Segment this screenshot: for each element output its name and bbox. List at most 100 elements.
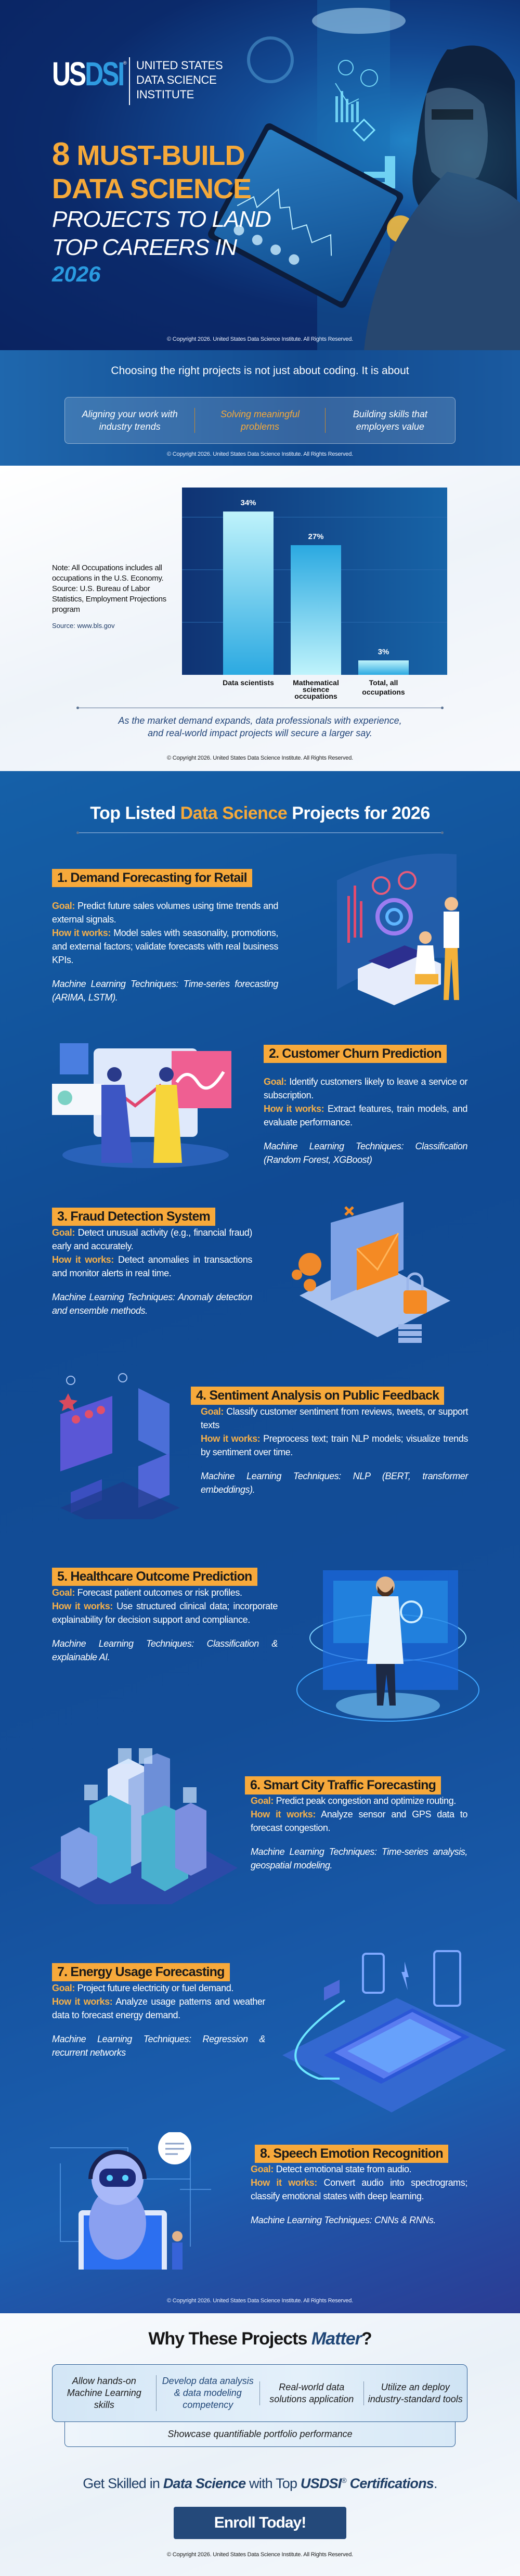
divider — [76, 831, 444, 834]
how-label: How it works: — [52, 928, 111, 938]
project-how: How it works: Use structured clinical da… — [52, 1599, 278, 1626]
goal-text: Forecast patient outcomes or risk profil… — [77, 1587, 242, 1598]
goal-text: Classify customer sentiment from reviews… — [201, 1406, 468, 1430]
title-line: DATA SCIENCE — [52, 173, 252, 204]
cta-part: with Top — [245, 2476, 301, 2491]
project-description: Goal: Forecast patient outcomes or risk … — [52, 1586, 278, 1664]
project-title: 3. Fraud Detection System — [52, 1208, 215, 1226]
how-text: Detect anomalies in transactions and mon… — [52, 1254, 252, 1278]
chart-source: Source: www.bls.gov — [52, 622, 115, 630]
how-text: Analyze usage patterns and weather data … — [52, 1996, 266, 2020]
ml-techniques: Machine Learning Techniques: Time-series… — [52, 979, 278, 1003]
how-label: How it works: — [251, 1809, 316, 1819]
logo-divider — [129, 57, 130, 105]
title-highlight: Data Science — [180, 803, 288, 823]
title-number: 8 — [52, 136, 70, 172]
ml-techniques: Machine Learning Techniques: Classificat… — [52, 1638, 278, 1662]
goal-text: Detect unusual activity (e.g., financial… — [52, 1227, 252, 1251]
copyright: © Copyright 2026. United States Data Sci… — [167, 336, 353, 342]
project-goal: Goal: Project future electricity or fuel… — [52, 1981, 265, 1995]
project-description: Goal: Classify customer sentiment from r… — [201, 1405, 468, 1496]
intro-banner: Choosing the right projects is not just … — [0, 350, 520, 466]
business-handshake-charts-illustration — [52, 1043, 231, 1168]
how-label: How it works: — [251, 2177, 317, 2188]
projects-section: Top Listed Data Science Projects for 202… — [0, 771, 520, 2313]
title-text: ? — [361, 2329, 372, 2349]
copyright: © Copyright 2026. United States Data Sci… — [167, 755, 353, 761]
institute-name: UNITED STATES DATA SCIENCE INSTITUTE — [136, 58, 223, 102]
banner-point: Solving meaningful problems — [194, 408, 326, 433]
market-quote: As the market demand expands, data profe… — [0, 714, 520, 739]
copyright: © Copyright 2026. United States Data Sci… — [167, 2298, 353, 2304]
registered-mark: ® — [123, 60, 127, 66]
how-label: How it works: — [264, 1104, 324, 1114]
projects-title: Top Listed Data Science Projects for 202… — [0, 803, 520, 824]
isometric-city-illustration — [30, 1748, 238, 1904]
retail-analytics-dashboard-illustration — [337, 853, 459, 1005]
project-goal: Goal: Predict peak congestion and optimi… — [251, 1794, 467, 1808]
how-text: Convert audio into spectrograms; classif… — [251, 2177, 467, 2201]
data-label: 3% — [378, 647, 389, 656]
project-title: 4. Sentiment Analysis on Public Feedback — [191, 1387, 445, 1405]
bar-2 — [291, 545, 341, 675]
quote-line: As the market demand expands, data profe… — [118, 715, 402, 726]
copyright: © Copyright 2026. United States Data Sci… — [167, 451, 353, 457]
category-label: Data scientists — [223, 678, 274, 687]
enroll-today-button[interactable]: Enroll Today! — [174, 2507, 346, 2539]
ml-techniques: Machine Learning Techniques: Classificat… — [264, 1141, 467, 1165]
feedback-screens-emoji-illustration — [59, 1373, 180, 1519]
data-label: 27% — [308, 532, 323, 541]
project-description: Goal: Project future electricity or fuel… — [52, 1981, 265, 2059]
data-label: 34% — [240, 498, 256, 507]
hero-title: 8 MUST-BUILD DATA SCIENCE PROJECTS TO LA… — [52, 138, 271, 287]
cta-highlight: Data Science — [163, 2476, 246, 2491]
project-goal: Goal: Forecast patient outcomes or risk … — [52, 1586, 278, 1599]
institute-name-line: DATA SCIENCE — [136, 73, 217, 86]
benefits-box: Allow hands-on Machine Learning skills D… — [52, 2364, 467, 2422]
cta-part: Get Skilled in — [83, 2476, 163, 2491]
how-text: Model sales with seasonality, promotions… — [52, 928, 278, 965]
benefit-item: Utilize an deploy industry-standard tool… — [363, 2381, 467, 2405]
benefit-item: Allow hands-on Machine Learning skills — [67, 2376, 141, 2410]
hero-section: USDSI ® UNITED STATES DATA SCIENCE INSTI… — [0, 0, 520, 350]
goal-text: Predict future sales volumes using time … — [52, 901, 278, 925]
project-goal: Goal: Identify customers likely to leave… — [264, 1075, 467, 1102]
how-label: How it works: — [52, 1254, 114, 1265]
benefit-item: Real-world data solutions application — [259, 2381, 363, 2405]
cta-highlight: Certifications — [346, 2476, 434, 2491]
chart-note: Note: All Occupations includes all occup… — [52, 563, 166, 614]
title-line: PROJECTS TO LAND — [52, 207, 271, 232]
hero-person-tablet-illustration — [208, 0, 520, 350]
copyright: © Copyright 2026. United States Data Sci… — [167, 2552, 353, 2558]
robot-headset-assistant-illustration — [50, 2132, 211, 2270]
why-title: Why These Projects Matter? — [0, 2329, 520, 2349]
banner-point: Aligning your work with industry trends — [82, 409, 178, 432]
ml-techniques: Machine Learning Techniques: Anomaly det… — [52, 1292, 252, 1316]
ml-techniques: Machine Learning Techniques: NLP (BERT, … — [201, 1471, 468, 1495]
banner-intro-text: Choosing the right projects is not just … — [111, 365, 409, 377]
ml-techniques: Machine Learning Techniques: CNNs & RNNs… — [251, 2215, 436, 2225]
project-how: How it works: Extract features, train mo… — [264, 1102, 467, 1129]
goal-label: Goal: — [251, 2164, 274, 2174]
title-year: 2026 — [52, 262, 101, 286]
title-line: MUST-BUILD — [76, 140, 245, 171]
how-text: Use structured clinical data; incorporat… — [52, 1601, 278, 1625]
banner-point: Building skills that employers value — [353, 409, 427, 432]
project-description: Goal: Detect emotional state from audio.… — [251, 2162, 467, 2227]
doctor-hologram-illustration — [296, 1570, 479, 1722]
goal-label: Goal: — [251, 1796, 274, 1806]
laptop-phishing-lock-illustration — [292, 1202, 450, 1343]
title-line: TOP CAREERS IN — [52, 235, 237, 260]
how-label: How it works: — [201, 1433, 261, 1444]
project-title: 8. Speech Emotion Recognition — [255, 2145, 448, 2163]
cta-part: . — [434, 2476, 437, 2491]
project-description: Goal: Identify customers likely to leave… — [264, 1075, 467, 1167]
phone-battery-charging-illustration — [282, 1950, 506, 2112]
stats-section: Note: All Occupations includes all occup… — [0, 466, 520, 771]
title-text: Why These Projects — [148, 2329, 311, 2349]
goal-label: Goal: — [52, 901, 75, 911]
how-label: How it works: — [52, 1601, 113, 1611]
project-goal: Goal: Detect emotional state from audio. — [251, 2162, 467, 2176]
